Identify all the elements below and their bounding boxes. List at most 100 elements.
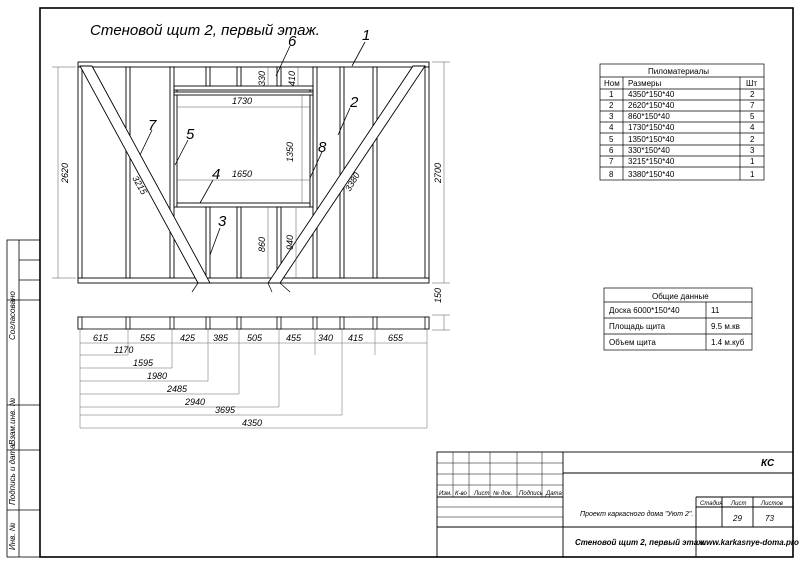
lumber-table-title: Пиломатериалы <box>648 67 709 76</box>
svg-text:615: 615 <box>93 333 109 343</box>
svg-text:Размеры: Размеры <box>628 79 661 88</box>
stud <box>424 66 430 279</box>
svg-text:455: 455 <box>286 333 302 343</box>
svg-text:Подпись: Подпись <box>519 491 543 497</box>
dim-330: 330 <box>257 71 267 86</box>
dim-940: 940 <box>285 235 295 250</box>
svg-text:2: 2 <box>750 90 755 99</box>
title-block: КС Изм. К-во Лист № док. Подпись Дата Пр… <box>436 451 799 558</box>
side-strip: Согласовано Взам.инв. № Подпись и дата И… <box>6 239 41 558</box>
top-plate <box>77 61 430 68</box>
dim-150: 150 <box>433 288 443 303</box>
svg-text:Объем щита: Объем щита <box>609 338 656 347</box>
spacing-labels: 615 555 425 385 505 455 340 415 655 <box>93 333 404 343</box>
callout-3: 3 <box>218 213 227 230</box>
svg-text:1: 1 <box>609 90 614 99</box>
brace-tips <box>191 282 291 293</box>
svg-text:5: 5 <box>750 112 755 121</box>
general-table: Общие данные Доска 6000*150*40 11 Площад… <box>603 287 753 351</box>
callout-8: 8 <box>318 139 327 156</box>
callouts: 1 2 3 4 5 6 7 8 <box>148 27 370 230</box>
tb-sheets: 73 <box>765 514 774 523</box>
svg-text:1350*150*40: 1350*150*40 <box>628 135 675 144</box>
svg-text:9.5 м.кв: 9.5 м.кв <box>711 322 740 331</box>
cumulative-labels: 1170 1595 1980 2485 2940 3695 4350 <box>114 345 262 428</box>
svg-text:Лист: Лист <box>473 491 489 497</box>
window-header-2 <box>173 91 314 96</box>
svg-text:2: 2 <box>609 101 614 110</box>
stud <box>125 66 131 279</box>
svg-text:415: 415 <box>348 333 364 343</box>
cripple-top <box>236 66 242 87</box>
tb-code: КС <box>761 458 775 469</box>
dim-2700: 2700 <box>433 163 443 184</box>
cripple-bottom <box>236 206 242 279</box>
svg-text:№ док.: № док. <box>493 490 512 497</box>
stud <box>372 66 378 279</box>
svg-text:Ном: Ном <box>604 79 620 88</box>
dim-860: 860 <box>257 237 267 252</box>
svg-text:505: 505 <box>247 333 263 343</box>
svg-text:2485: 2485 <box>166 384 188 394</box>
svg-text:Доска 6000*150*40: Доска 6000*150*40 <box>609 306 680 315</box>
svg-text:Инв. №: Инв. № <box>8 522 17 550</box>
svg-text:Взам.инв. №: Взам.инв. № <box>8 397 17 445</box>
svg-text:1980: 1980 <box>147 371 167 381</box>
svg-text:1730*150*40: 1730*150*40 <box>628 123 675 132</box>
svg-text:1: 1 <box>750 157 755 166</box>
svg-text:Листов: Листов <box>760 501 783 507</box>
tb-website: www.karkasnye-doma.pro <box>700 538 799 547</box>
cripple-bottom <box>205 206 211 279</box>
svg-text:7: 7 <box>609 157 614 166</box>
stud <box>312 66 318 279</box>
svg-text:Лист: Лист <box>730 501 746 507</box>
dim-2620: 2620 <box>60 163 70 184</box>
dim-1650: 1650 <box>232 169 252 179</box>
svg-text:4: 4 <box>750 123 755 132</box>
window-sill <box>176 202 311 208</box>
tb-project: Проект каркасного дома "Уют 2". <box>580 510 693 518</box>
svg-text:6: 6 <box>609 146 614 155</box>
svg-text:Шт: Шт <box>746 79 757 88</box>
svg-text:5: 5 <box>609 135 614 144</box>
cripple-top <box>205 66 211 87</box>
svg-text:3380*150*40: 3380*150*40 <box>628 170 675 179</box>
window-header <box>173 85 314 91</box>
callout-4: 4 <box>212 166 220 183</box>
svg-text:1.4 м.куб: 1.4 м.куб <box>711 338 745 347</box>
svg-text:1: 1 <box>750 170 755 179</box>
callout-5: 5 <box>186 126 195 143</box>
svg-text:11: 11 <box>711 306 720 315</box>
svg-text:860*150*40: 860*150*40 <box>628 112 670 121</box>
general-table-title: Общие данные <box>652 292 709 301</box>
brace-left <box>79 65 211 284</box>
svg-text:Стадия: Стадия <box>700 501 723 507</box>
stud <box>169 66 175 279</box>
svg-text:Площадь щита: Площадь щита <box>609 322 666 331</box>
svg-text:330*150*40: 330*150*40 <box>628 146 670 155</box>
callout-1: 1 <box>362 27 370 44</box>
inner-dim-lines <box>177 67 310 278</box>
height-dim-lines <box>52 61 450 331</box>
svg-text:340: 340 <box>318 333 333 343</box>
callout-2: 2 <box>349 94 359 111</box>
svg-text:655: 655 <box>388 333 404 343</box>
callout-leaders <box>139 41 366 256</box>
svg-text:8: 8 <box>609 170 614 179</box>
svg-text:3695: 3695 <box>215 405 236 415</box>
svg-text:Дата: Дата <box>545 491 562 497</box>
svg-text:555: 555 <box>140 333 156 343</box>
svg-text:1595: 1595 <box>133 358 154 368</box>
svg-text:3: 3 <box>609 112 614 121</box>
svg-text:Согласовано: Согласовано <box>8 291 17 340</box>
svg-text:3: 3 <box>750 146 755 155</box>
svg-text:Подпись и дата: Подпись и дата <box>8 444 17 505</box>
svg-text:3215*150*40: 3215*150*40 <box>628 157 675 166</box>
spacing-dim-lines <box>79 329 428 429</box>
svg-text:4350*150*40: 4350*150*40 <box>628 90 675 99</box>
callout-7: 7 <box>148 117 157 134</box>
svg-text:7: 7 <box>750 101 755 110</box>
svg-text:4350: 4350 <box>242 418 262 428</box>
cripple-top <box>276 66 282 87</box>
